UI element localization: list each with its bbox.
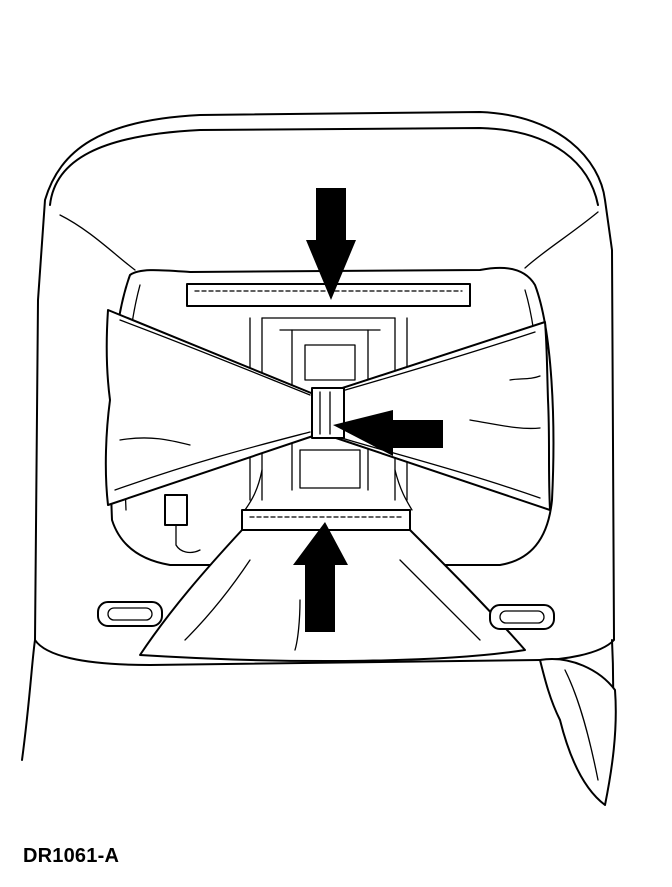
slot-left xyxy=(97,601,163,627)
down-arrow xyxy=(306,188,356,300)
center-clip xyxy=(311,387,345,439)
cover-flap xyxy=(539,658,617,806)
seat-back-outline xyxy=(21,111,615,801)
figure-id-label: DR1061-A xyxy=(23,845,120,867)
slot-right xyxy=(489,604,555,630)
left-arrow xyxy=(333,410,443,456)
side-connector xyxy=(164,494,201,554)
tape-right xyxy=(329,321,551,511)
tape-left xyxy=(104,309,317,506)
up-arrow xyxy=(293,522,348,632)
